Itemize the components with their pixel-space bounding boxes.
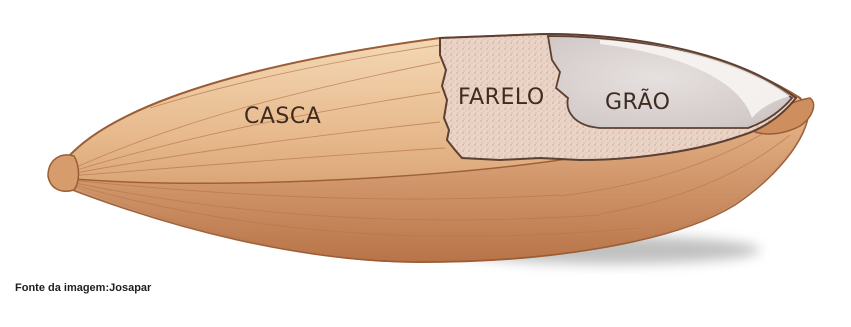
husk-tip — [48, 155, 79, 191]
grain-label: GRÃO — [605, 88, 670, 115]
husk-label: CASCA — [244, 104, 321, 129]
bran-label: FARELO — [458, 85, 545, 110]
image-source-credit: Fonte da imagem:Josapar — [15, 282, 151, 294]
